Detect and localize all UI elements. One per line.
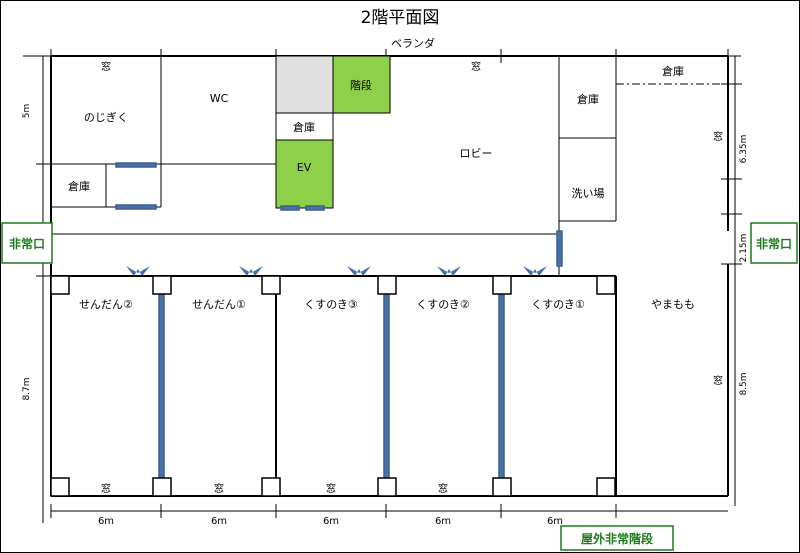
room-kusunoki3: くすのき③ [304, 298, 358, 311]
door-ev-1 [280, 205, 300, 211]
dim-right-top: 6.35m [739, 135, 749, 164]
room-sendan2: せんだん② [79, 298, 133, 311]
emergency-exit-left [1, 222, 53, 264]
dim-right-bottom: 8.5m [739, 372, 749, 395]
room-souko-far-right: 倉庫 [662, 64, 684, 78]
room-yamamomo: やまもも [651, 298, 695, 311]
window-top-center: 窓 [471, 60, 481, 73]
door-ev-2 [305, 205, 325, 211]
room-souko-left: 倉庫 [68, 179, 90, 193]
window-bottom-2: 窓 [214, 482, 224, 495]
door-souko [115, 204, 157, 210]
dim-right-mid: 2.15m [739, 234, 749, 263]
souko-mid-room [275, 112, 334, 141]
window-bottom-1: 窓 [101, 482, 111, 495]
room-sendan1: せんだん① [192, 298, 246, 311]
elevator [275, 139, 334, 209]
window-top-left: 窓 [101, 60, 111, 73]
plan-title: 2階平面図 [361, 8, 440, 28]
window-bottom-4: 窓 [438, 482, 448, 495]
room-lobby: ロビー [460, 147, 493, 160]
room-nojigiku: のじぎく [84, 110, 128, 124]
sliding-partition-3 [498, 288, 505, 480]
outdoor-emergency-stairs [560, 525, 674, 551]
sliding-partition-2 [383, 288, 390, 480]
door-araiba [556, 230, 563, 267]
stairs [332, 55, 391, 114]
room-wc: WC [210, 92, 229, 105]
room-stairs: 階段 [350, 78, 372, 92]
room-kusunoki2: くすのき② [416, 298, 470, 311]
outdoor-emergency-stairs-label: 屋外非常階段 [581, 531, 654, 546]
dim-bottom-5: 6m [547, 516, 563, 527]
room-ev: EV [297, 161, 312, 174]
veranda-label: ベランダ [391, 36, 435, 50]
window-right-upper: 窓 [713, 130, 723, 143]
dim-bottom-2: 6m [211, 516, 227, 527]
dim-bottom-1: 6m [98, 516, 114, 527]
emergency-exit-right [750, 222, 798, 264]
stair-void [275, 55, 334, 114]
window-right-lower: 窓 [713, 374, 723, 387]
emergency-exit-right-label: 非常口 [756, 236, 792, 251]
window-bottom-3: 窓 [326, 482, 336, 495]
sliding-partition-1 [158, 288, 165, 480]
room-souko-right: 倉庫 [577, 92, 599, 106]
dim-bottom-4: 6m [435, 516, 451, 527]
dim-bottom-3: 6m [323, 516, 339, 527]
emergency-exit-left-label: 非常口 [9, 236, 45, 251]
dim-left-top: 5m [22, 104, 32, 119]
columns [50, 275, 616, 497]
room-souko-mid: 倉庫 [293, 120, 315, 134]
room-kusunoki1: くすのき① [531, 298, 585, 311]
door-swing-markers [126, 266, 547, 276]
door-wc [115, 162, 157, 168]
dim-left-bottom: 8.7m [22, 377, 32, 400]
room-araiba: 洗い場 [572, 187, 605, 200]
